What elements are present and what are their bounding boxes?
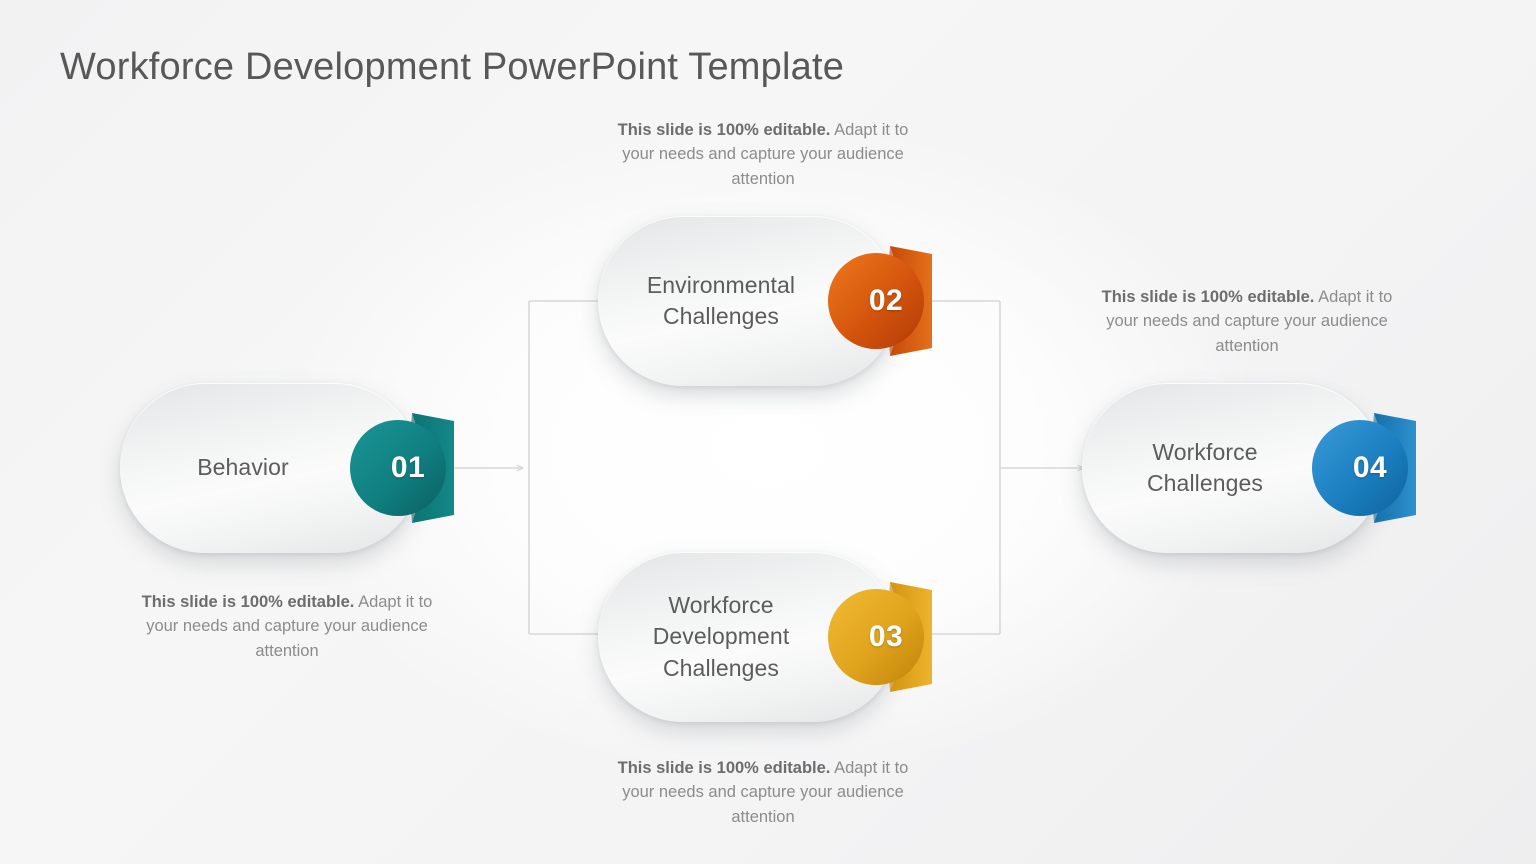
caption-rest: Adapt it to your needs and capture your … <box>622 121 909 188</box>
caption-bold: This slide is 100% editable. <box>1101 288 1315 306</box>
caption-rest: Adapt it to your needs and capture your … <box>146 593 433 660</box>
node-02-number: 02 <box>868 284 904 317</box>
caption-rest: Adapt it to your needs and capture your … <box>1106 288 1393 355</box>
node-02-ribbon: 02 <box>828 246 948 356</box>
caption-bold: This slide is 100% editable. <box>617 759 831 777</box>
node-01-ribbon: 01 <box>350 413 470 523</box>
page-title: Workforce Development PowerPoint Templat… <box>60 46 845 88</box>
caption-bold: This slide is 100% editable. <box>141 593 355 611</box>
caption-node-02: This slide is 100% editable. Adapt it to… <box>608 118 918 191</box>
node-04-label: Workforce Challenges <box>1146 438 1264 496</box>
caption-node-04: This slide is 100% editable. Adapt it to… <box>1092 285 1402 358</box>
node-03[interactable]: Workforce Development Challenges <box>598 552 932 722</box>
node-01-number: 01 <box>390 451 426 484</box>
caption-bold: This slide is 100% editable. <box>617 121 831 139</box>
node-04-number: 04 <box>1352 451 1388 484</box>
caption-node-03: This slide is 100% editable. Adapt it to… <box>608 756 918 829</box>
node-04[interactable]: Workforce Challenges <box>1082 383 1416 553</box>
node-03-ribbon: 03 <box>828 582 948 692</box>
node-03-number: 03 <box>868 620 904 653</box>
node-02[interactable]: Environmental Challenges <box>598 216 932 386</box>
node-04-ribbon: 04 <box>1312 413 1432 523</box>
node-01-label: Behavior <box>197 454 289 481</box>
node-02-label: Environmental Challenges <box>646 271 796 329</box>
node-01[interactable]: Behavior <box>120 383 454 553</box>
node-03-label: Workforce Development Challenges <box>652 592 790 681</box>
caption-rest: Adapt it to your needs and capture your … <box>622 759 909 826</box>
caption-node-01: This slide is 100% editable. Adapt it to… <box>132 590 442 663</box>
